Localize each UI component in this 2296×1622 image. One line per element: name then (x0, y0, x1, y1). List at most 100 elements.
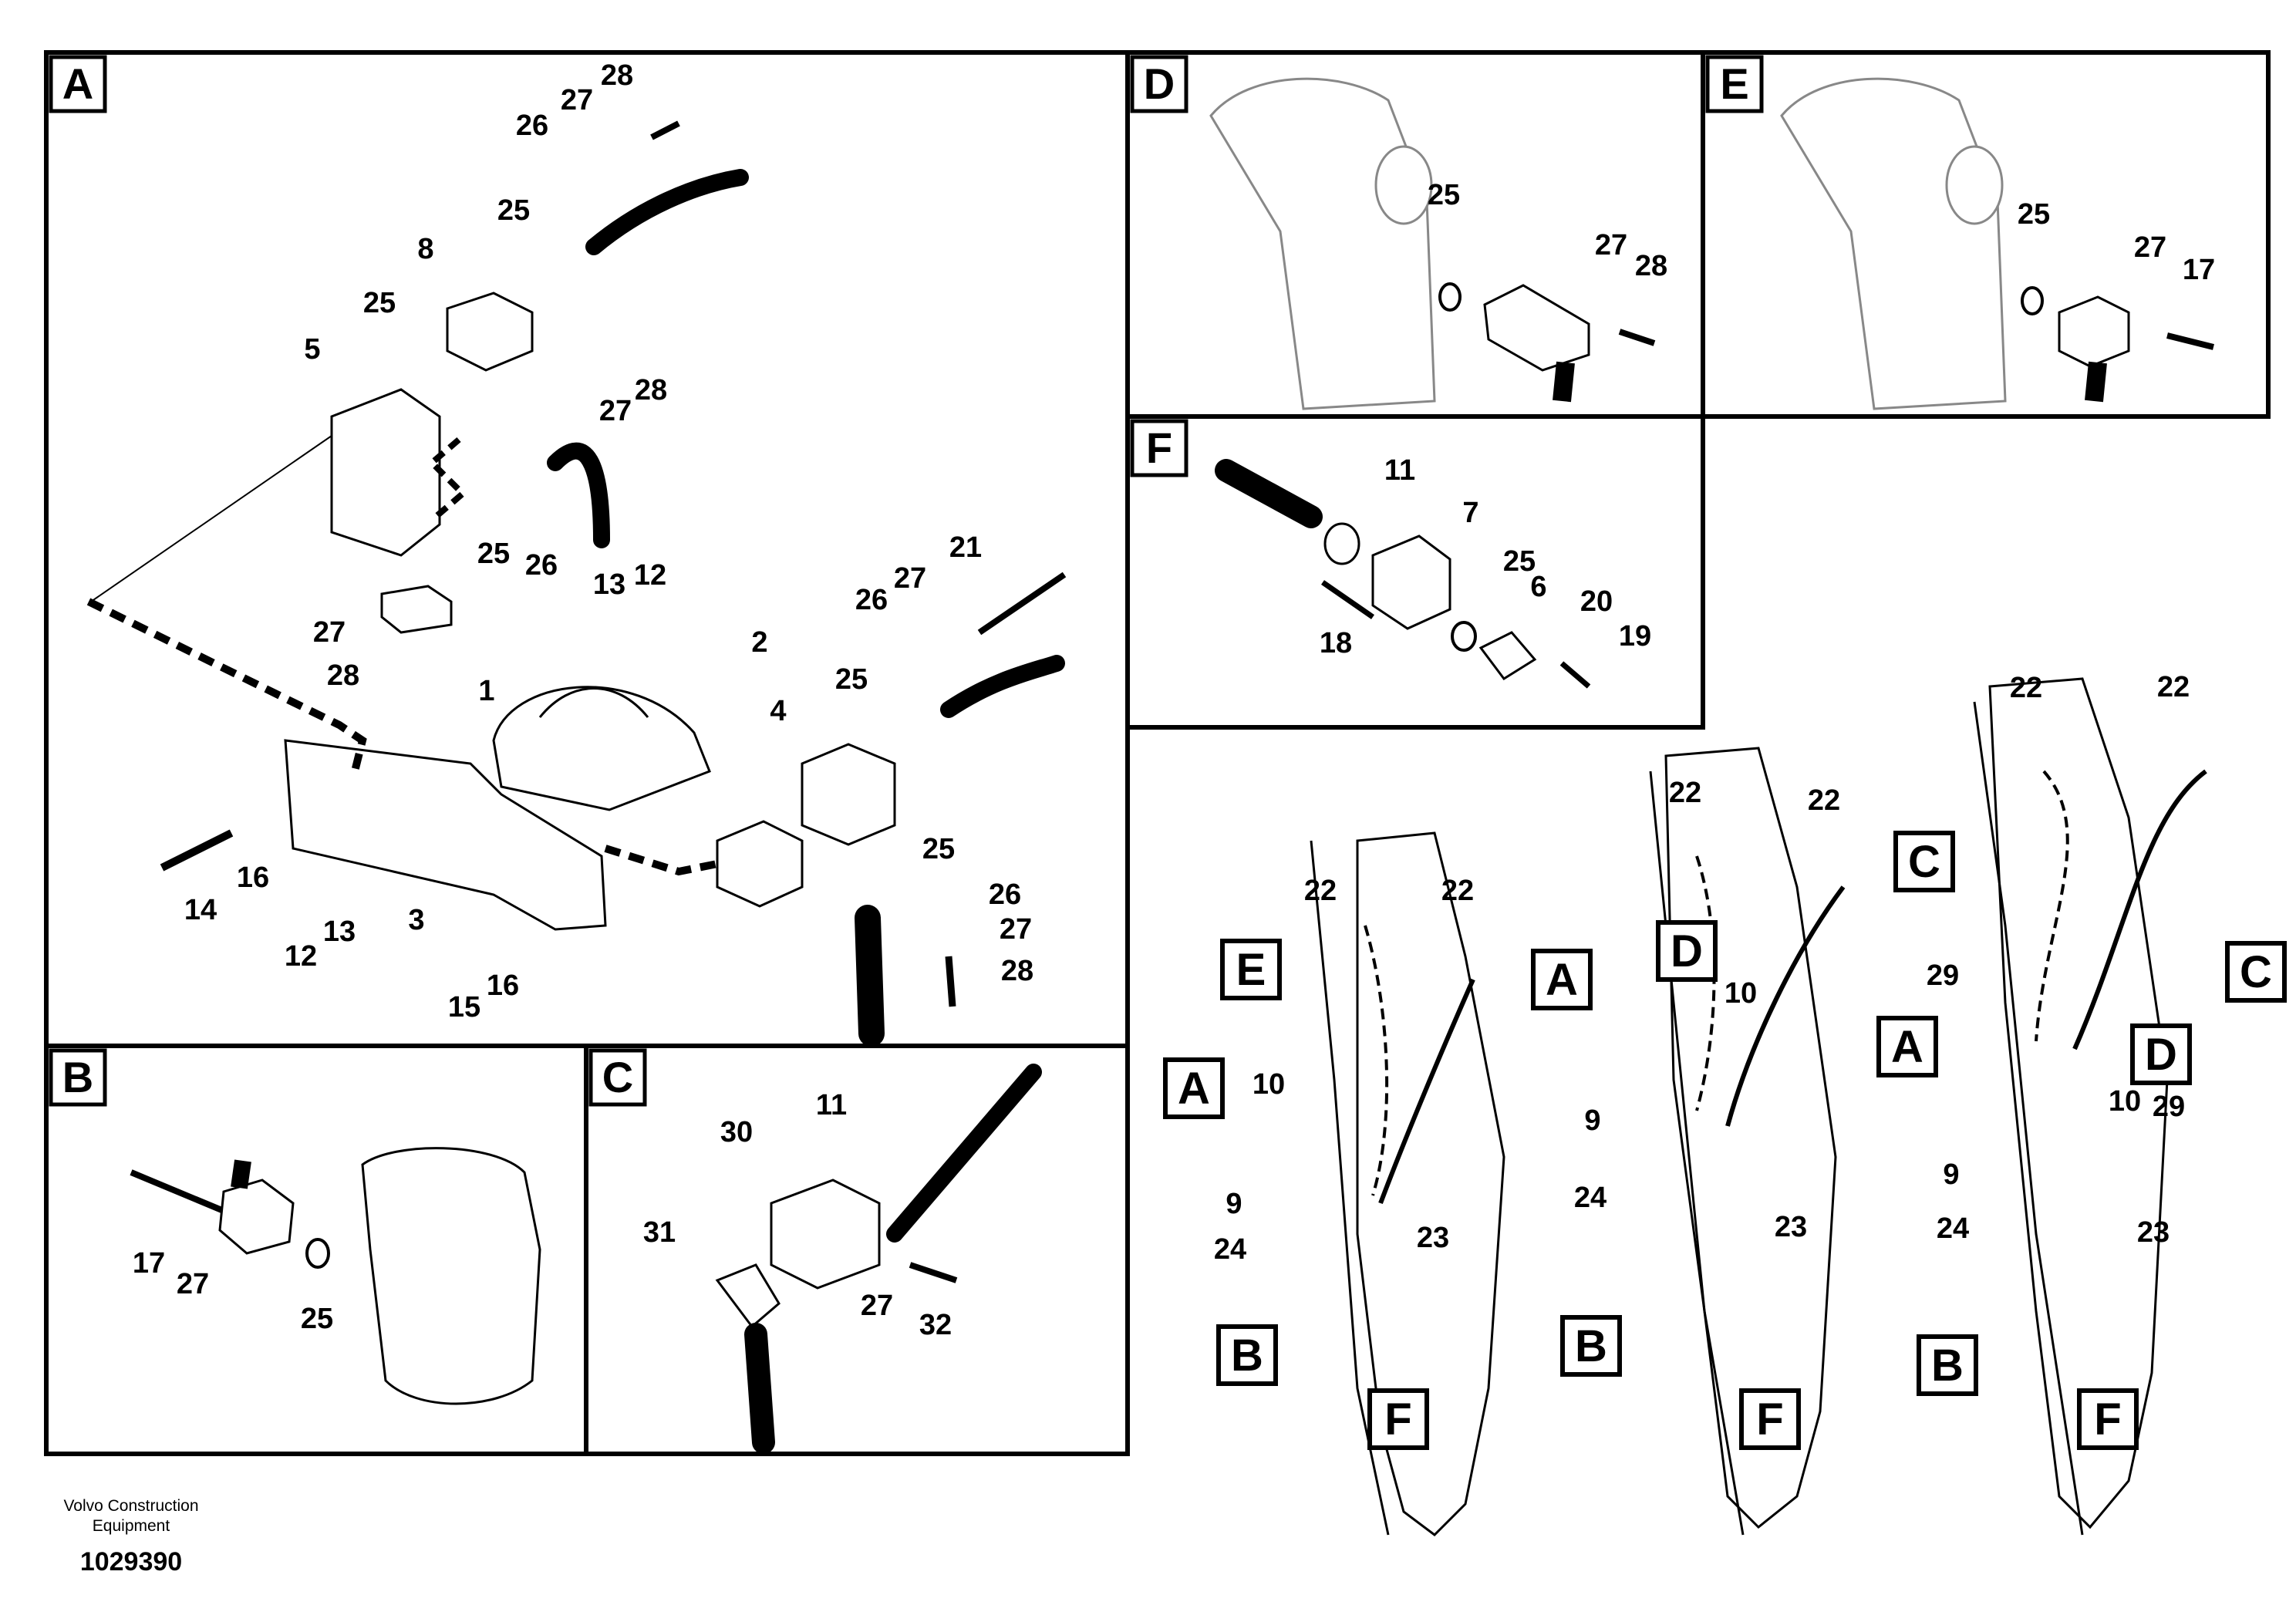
callout-a-28: 16 (487, 969, 519, 1002)
callout-c-4: 32 (919, 1309, 952, 1341)
view3-letter-3: D (2145, 1030, 2177, 1080)
view2-letter-3: F (1756, 1394, 1783, 1445)
badge-d: D (1130, 55, 1188, 113)
elbow-31 (715, 1263, 781, 1329)
flange-6 (1478, 631, 1537, 681)
callout-e-1: 27 (2134, 231, 2166, 264)
badge-c-letter: C (602, 1053, 633, 1101)
callout-a-15: 1 (478, 675, 494, 707)
callout-a-20: 25 (835, 663, 868, 696)
badge-a-letter: A (62, 59, 93, 108)
flange-b (218, 1179, 295, 1255)
arm-outline-2 (1649, 771, 1745, 1536)
callout-a-24: 3 (408, 904, 424, 936)
bolt-32 (909, 1262, 958, 1283)
callout-a-29: 25 (922, 833, 955, 865)
bolt-e (2166, 332, 2214, 350)
badge-c: C (588, 1048, 647, 1107)
cylinder-end (361, 1147, 541, 1405)
callout-a-18: 27 (894, 562, 926, 595)
callout-a-31: 27 (1000, 913, 1032, 946)
view2-letter-0: A (1546, 955, 1578, 1005)
callout-a-6: 5 (304, 333, 320, 366)
badge-f-letter: F (1146, 423, 1172, 472)
view1-callout-0: 22 (1304, 875, 1337, 907)
callout-c-3: 27 (861, 1290, 893, 1322)
hose-c-lower (744, 1323, 775, 1454)
callout-a-9: 25 (477, 538, 510, 570)
bolt-21 (977, 572, 1067, 636)
callout-a-4: 8 (417, 233, 433, 265)
view2-letter-box-3: F (1739, 1388, 1801, 1450)
view2-callout-3: 9 (1584, 1104, 1600, 1137)
callout-a-27: 15 (448, 991, 480, 1023)
pin-boss-e (1945, 145, 2004, 225)
view1-letter-box-0: E (1220, 939, 1282, 1000)
view1-letter-2: B (1231, 1330, 1263, 1381)
callout-e-2: 17 (2183, 254, 2215, 286)
badge-b: B (49, 1048, 107, 1107)
view2-letter-box-1: D (1656, 920, 1718, 982)
view3-letter-1: C (2240, 947, 2272, 997)
callout-a-25: 12 (285, 940, 317, 973)
callout-c-0: 11 (816, 1089, 847, 1121)
panel-badges: A B C D E F (49, 55, 1764, 1107)
panel-c-art (715, 1064, 1042, 1454)
callout-f-2: 25 (1503, 545, 1536, 578)
overview-art (1310, 677, 2207, 1536)
fitting-e (2058, 295, 2130, 368)
block-4 (801, 743, 896, 846)
view3-letter-box-2: A (1876, 1016, 1938, 1077)
callout-f-4: 20 (1580, 585, 1613, 618)
callout-a-3: 25 (497, 194, 530, 227)
flange-plate (380, 585, 453, 634)
bolt-18 (1321, 580, 1374, 619)
view3-letter-box-4: B (1917, 1334, 1978, 1396)
panel-c-frame (584, 1044, 1130, 1456)
callout-a-11: 12 (634, 559, 666, 592)
pin-boss-d (1374, 145, 1433, 225)
callout-f-5: 19 (1619, 620, 1651, 653)
view1-callout-4: 24 (1214, 1233, 1246, 1266)
arm-outline-3 (1973, 701, 2084, 1536)
callout-a-13: 2 (751, 626, 767, 659)
callout-d-2: 28 (1635, 250, 1667, 282)
callout-f-6: 18 (1320, 627, 1352, 659)
callout-a-0: 28 (601, 59, 633, 92)
callout-a-2: 26 (516, 110, 548, 142)
panel-f-art (1215, 459, 1591, 689)
company-line-2: Equipment (92, 1517, 170, 1535)
panel-e-frame (1701, 50, 2271, 419)
callout-a-1: 27 (561, 84, 593, 116)
callout-f-3: 6 (1530, 571, 1546, 603)
view3-callout-7: 23 (2137, 1216, 2170, 1249)
panel-frames (44, 50, 2271, 1456)
view1-callout-5: 23 (1417, 1222, 1449, 1254)
view2-callout-0: 22 (1669, 777, 1701, 809)
callout-a-19: 26 (855, 584, 888, 616)
view1-letter-1: A (1178, 1064, 1210, 1114)
bolt-19 (1559, 661, 1591, 689)
callout-b-2: 25 (301, 1303, 333, 1335)
view1-letter-box-2: B (1216, 1324, 1278, 1386)
mounting-bracket (284, 739, 607, 931)
badge-d-letter: D (1144, 59, 1175, 108)
view3-callout-0: 22 (2010, 672, 2042, 704)
view2-letter-box-2: B (1560, 1315, 1622, 1377)
view3-letter-box-1: C (2225, 941, 2287, 1003)
callout-b-0: 17 (133, 1247, 165, 1280)
callout-c-2: 31 (643, 1216, 676, 1249)
callout-a-16: 28 (327, 659, 359, 692)
lower-block (716, 820, 804, 908)
view3-letter-5: F (2094, 1394, 2121, 1445)
view1-callout-2: 10 (1253, 1068, 1285, 1101)
hose-middle (547, 442, 610, 548)
callout-f-0: 11 (1384, 454, 1415, 487)
footer: Volvo Construction Equipment 1029390 (46, 1496, 216, 1577)
callout-b-1: 27 (177, 1268, 209, 1300)
hose-bottom (855, 905, 885, 1047)
panel-a-art (86, 120, 1067, 1047)
callout-d-1: 27 (1595, 229, 1627, 261)
callout-a-17: 21 (949, 531, 982, 564)
